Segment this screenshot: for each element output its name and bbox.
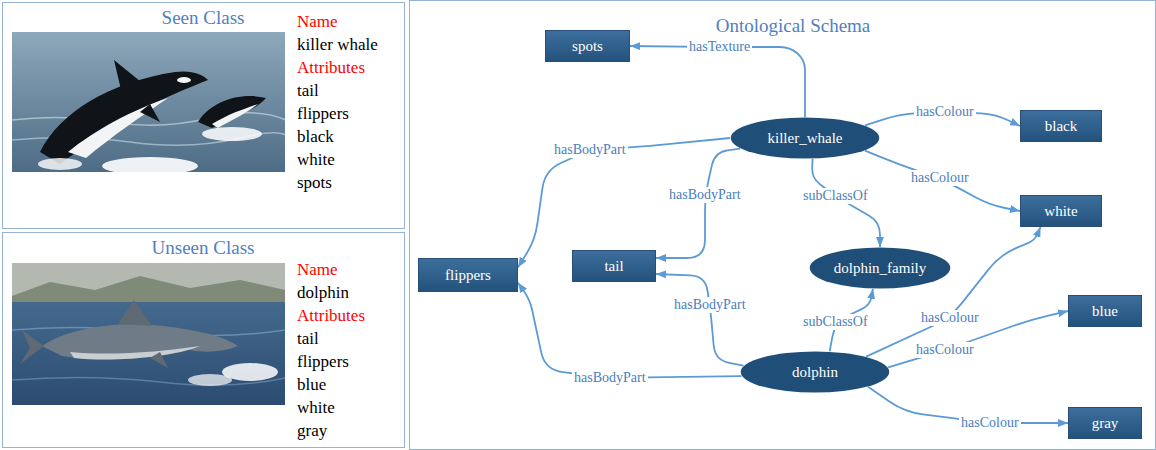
relation-arrow — [518, 138, 730, 267]
dolphin-belly — [70, 346, 200, 360]
dolphin-flipper — [150, 352, 168, 368]
node-label: gray — [1092, 415, 1119, 432]
field-name: Name — [297, 259, 338, 280]
orca-body — [198, 96, 266, 128]
relation-arrow — [518, 283, 742, 378]
field-value: dolphin — [297, 282, 349, 303]
relation-label: hasBodyPart — [667, 187, 743, 203]
attribute-box: white — [1020, 195, 1102, 227]
relation-label: hasColour — [914, 104, 976, 120]
splash — [38, 158, 82, 170]
schema-panel: Ontological Schema spots killer_whale black… — [409, 0, 1156, 450]
relation-arrow — [865, 112, 1020, 126]
field-value: black — [297, 126, 334, 147]
relation-arrow — [866, 227, 1040, 357]
field-value: tail — [297, 80, 319, 101]
splash — [188, 374, 232, 386]
node-label: tail — [604, 258, 623, 275]
field-name: Name — [297, 11, 338, 32]
relation-arrow — [888, 311, 1068, 367]
attribute-box: gray — [1068, 407, 1142, 439]
seen-class-panel: Seen ClassNamekiller whaleAttributestail… — [2, 2, 405, 229]
relation-label: hasColour — [914, 342, 976, 358]
field-value: spots — [297, 172, 332, 193]
sky — [12, 263, 285, 301]
relation-label: hasBodyPart — [552, 142, 628, 158]
orca-belly — [212, 104, 258, 128]
field-value: gray — [297, 420, 327, 441]
orca-belly — [68, 98, 168, 158]
field-value: tail — [297, 328, 319, 349]
node-label: white — [1044, 203, 1077, 220]
splash — [102, 157, 198, 172]
class-ellipse: dolphin — [740, 351, 890, 393]
orca-eye-patch — [177, 77, 191, 83]
relation-label: hasColour — [919, 310, 981, 326]
relation-label: hasTexture — [687, 39, 752, 55]
relation-arrow — [868, 387, 1068, 423]
orca-flipper — [140, 104, 160, 122]
relation-label: hasBodyPart — [672, 297, 748, 313]
node-label: killer_whale — [768, 130, 843, 147]
relation-label: hasBodyPart — [572, 370, 648, 386]
node-label: spots — [572, 38, 603, 55]
relation-label: hasColour — [959, 415, 1021, 431]
field-name: Attributes — [297, 305, 365, 326]
hills — [12, 276, 285, 302]
node-label: dolphin — [792, 364, 838, 381]
field-value: white — [297, 149, 335, 170]
panel-heading: Unseen Class — [103, 237, 303, 259]
field-value: blue — [297, 374, 326, 395]
orca-fin — [114, 60, 146, 94]
killer-whale-photo — [12, 32, 285, 172]
field-name: Attributes — [297, 57, 365, 78]
dolphin-body — [42, 324, 238, 359]
panel-heading: Ontological Schema — [693, 15, 893, 37]
ellipse-shape — [731, 117, 880, 158]
node-label: flippers — [445, 267, 491, 284]
field-value: killer whale — [297, 34, 378, 55]
node-label: blue — [1092, 303, 1118, 320]
panel-heading: Seen Class — [103, 7, 303, 29]
relation-label: subClassOf — [801, 188, 870, 204]
node-label: dolphin_family — [834, 260, 927, 277]
class-ellipse: dolphin_family — [809, 247, 951, 289]
dolphin-photo — [12, 263, 285, 405]
relation-arrow — [656, 274, 744, 366]
relation-label: hasColour — [909, 170, 971, 186]
relation-arrow — [630, 46, 805, 117]
attribute-box: tail — [572, 250, 656, 282]
ellipse-shape — [741, 351, 890, 392]
relation-arrow — [865, 151, 1020, 211]
sea-background — [12, 263, 285, 405]
attribute-box: black — [1020, 110, 1102, 142]
relation-label: subClassOf — [801, 314, 870, 330]
attribute-box: blue — [1068, 295, 1142, 327]
dolphin-fin — [118, 300, 152, 326]
relation-arrow — [812, 159, 880, 247]
field-value: flippers — [297, 351, 349, 372]
attribute-box: spots — [545, 30, 630, 62]
field-value: white — [297, 397, 335, 418]
relation-arrow — [830, 289, 873, 352]
relation-arrow — [656, 149, 740, 258]
field-value: flippers — [297, 103, 349, 124]
splash — [202, 127, 262, 141]
ellipse-shape — [810, 247, 951, 288]
sea-background — [12, 32, 285, 172]
class-ellipse: killer_whale — [730, 117, 880, 159]
unseen-class-panel: Unseen ClassNamedolphinAttributestailfli… — [2, 232, 405, 448]
attribute-box: flippers — [418, 258, 518, 292]
dolphin-tail — [20, 330, 44, 364]
node-label: black — [1045, 118, 1077, 135]
